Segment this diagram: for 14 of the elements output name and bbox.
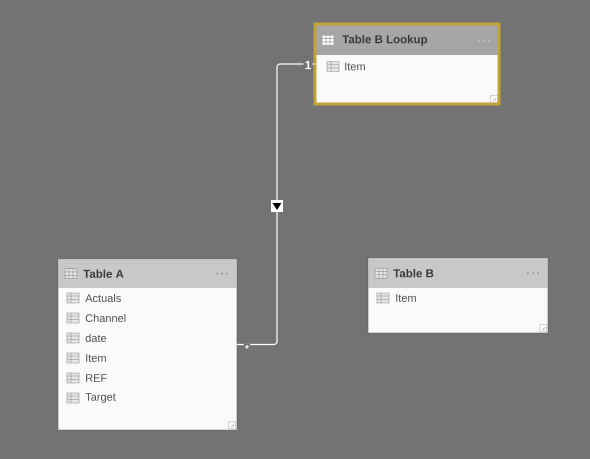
column-name: Item <box>396 294 416 302</box>
column-name: Target <box>85 393 116 403</box>
table-card <box>368 258 548 334</box>
column-name: Actuals <box>85 294 121 302</box>
table-card <box>314 22 500 106</box>
table-title: Table B <box>393 268 434 278</box>
column-name: REF <box>86 374 107 382</box>
column-name: Item <box>86 354 106 362</box>
column-name: Channel <box>86 314 126 322</box>
column-name: Item <box>345 62 365 70</box>
table-title: Table A <box>83 269 124 278</box>
table-title: Table B Lookup <box>342 34 428 46</box>
table-card <box>58 258 238 430</box>
column-name: date <box>86 334 106 342</box>
